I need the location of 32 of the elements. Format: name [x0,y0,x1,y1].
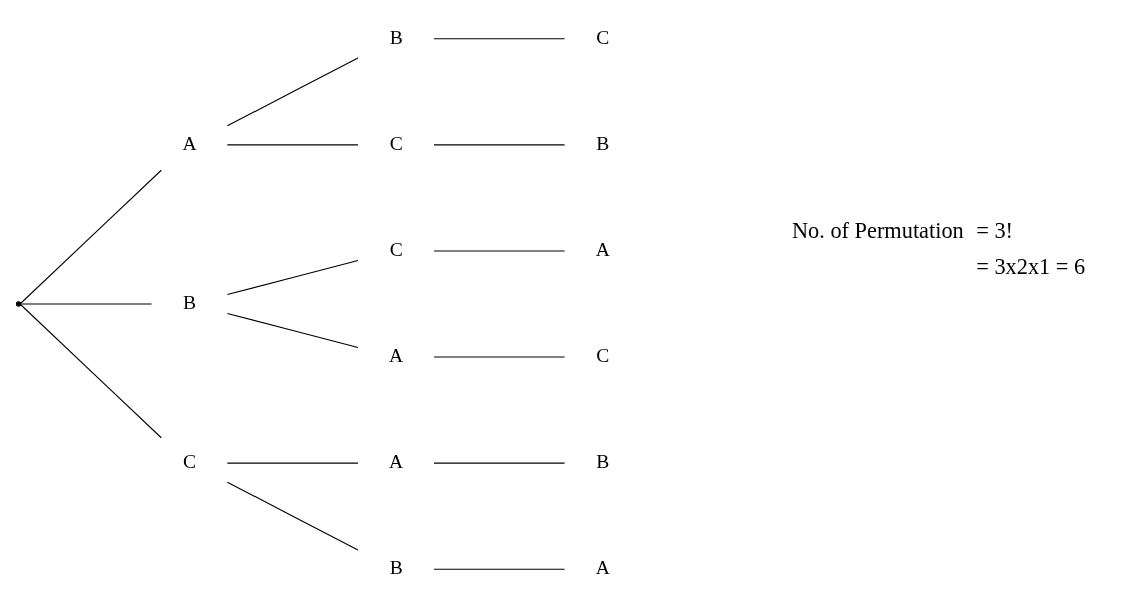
node-text: B [595,133,609,154]
connector [226,259,358,296]
connector [432,144,565,146]
connector [226,312,358,349]
connector [20,303,152,305]
connector [226,462,358,464]
node-text: A [595,557,610,579]
connector [20,169,162,304]
connector [432,568,565,570]
node-text: C [182,451,196,473]
node-text: B [595,451,609,473]
node-text: C [595,345,609,367]
node-point [15,301,21,307]
node-text: A [388,345,403,367]
connector [432,38,565,40]
node-text: A [595,239,610,261]
connector [20,304,162,439]
node-text: A [388,451,403,473]
node-text: B [182,292,196,314]
connector [226,144,358,146]
node-text: C [389,133,403,154]
connector [226,481,358,551]
node-text: B [389,557,403,579]
node-text: A [181,133,197,154]
node-text: B [389,26,403,48]
connector [432,462,565,464]
label: = 3! [975,218,1013,244]
node-text: C [389,239,403,261]
label: No. of Permutation [791,218,964,244]
node-text: C [595,26,609,48]
label: = 3x2x1 = 6 [975,254,1085,280]
connector [226,57,358,127]
